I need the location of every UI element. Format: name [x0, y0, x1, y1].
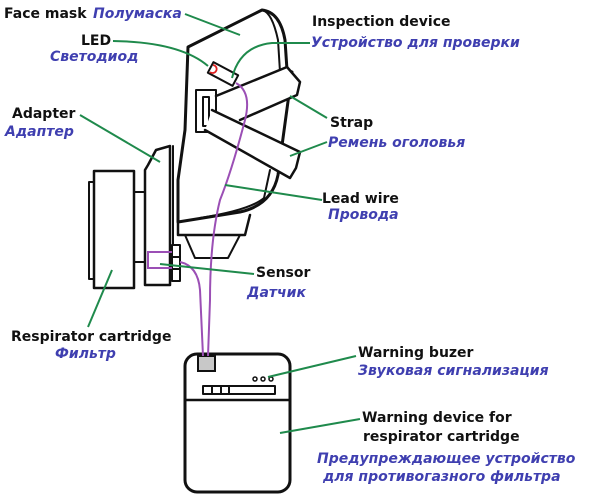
strap-lower — [203, 108, 302, 180]
face-mask-inner-rim — [199, 169, 271, 219]
led-shape — [209, 64, 218, 74]
label-respirator-cartridge-en: Respirator cartridge — [11, 329, 172, 345]
face-mask-shape — [176, 8, 294, 224]
label-warning-buzzer-ru: Звуковая сигнализация — [358, 363, 549, 379]
label-warning-buzzer-en: Warning buzer — [358, 345, 474, 361]
warning-device-display — [202, 385, 276, 395]
label-strap-en: Strap — [330, 115, 374, 131]
leader-strap-lower — [289, 141, 328, 157]
label-sensor-ru: Датчик — [247, 285, 306, 301]
label-face-mask-en: Face mask — [4, 6, 87, 22]
label-warning-device-en-1: Warning device for — [362, 410, 512, 426]
label-adapter-en: Adapter — [12, 106, 76, 122]
label-led-en: LED — [81, 33, 112, 49]
warning-device-connector — [197, 355, 216, 372]
label-lead-wire-ru: Провода — [328, 207, 399, 223]
label-led-ru: Светодиод — [50, 49, 139, 65]
strap-upper — [214, 65, 302, 122]
face-mask-rim — [261, 9, 281, 73]
lead-wire-main — [207, 82, 249, 357]
label-warning-device-ru-1: Предупреждающее устройство — [317, 451, 576, 467]
sensor-block-3 — [171, 268, 181, 282]
label-respirator-cartridge-ru: Фильтр — [55, 346, 116, 362]
label-inspection-device-ru: Устройство для проверки — [311, 35, 520, 51]
leader-warning-buzzer — [267, 355, 357, 378]
warning-device-shape — [183, 352, 292, 494]
label-warning-device-ru-2: для противогазного фильтра — [323, 469, 561, 485]
leader-strap-upper — [289, 95, 328, 119]
sensor-block-1 — [171, 244, 181, 258]
leader-inspection-device — [231, 42, 310, 79]
leader-led — [112, 40, 209, 67]
label-face-mask-ru: Полумаска — [93, 6, 182, 22]
buzzer-hole-2 — [260, 376, 266, 382]
inspection-device-shape — [206, 61, 240, 87]
leader-sensor — [159, 263, 255, 275]
label-inspection-device-en: Inspection device — [312, 14, 451, 30]
lead-wire-sensor — [179, 261, 204, 357]
label-lead-wire-en: Lead wire — [322, 191, 399, 207]
label-adapter-ru: Адаптер — [5, 124, 74, 140]
label-sensor-en: Sensor — [256, 265, 311, 281]
leader-lead-wire — [224, 184, 323, 201]
leader-warning-device — [279, 418, 361, 434]
respirator-cartridge-shape — [92, 169, 136, 290]
label-strap-ru: Ремень оголовья — [328, 135, 466, 151]
label-warning-device-en-2: respirator cartridge — [363, 429, 520, 445]
leader-adapter — [79, 114, 161, 163]
leader-respirator-cartridge — [87, 269, 113, 328]
leader-face-mask — [184, 13, 241, 36]
buzzer-hole-1 — [252, 376, 258, 382]
sensor-block-2 — [171, 256, 181, 270]
sensor-wire-loop — [147, 251, 172, 269]
